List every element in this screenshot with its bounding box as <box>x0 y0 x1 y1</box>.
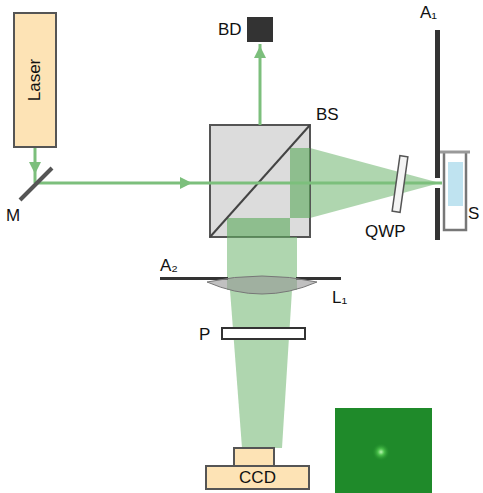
part-label: L₁ <box>332 289 347 306</box>
beam-dump <box>247 17 273 42</box>
part-label: M <box>6 207 20 224</box>
part-label: BS <box>316 106 339 123</box>
focal-spot <box>372 443 390 461</box>
part-label: S <box>468 205 479 222</box>
part-label: A₂ <box>160 257 178 274</box>
aperture <box>435 188 440 240</box>
reflected-beam <box>227 148 310 237</box>
detection-beam <box>230 290 292 448</box>
laser-box: Laser <box>13 12 57 148</box>
lens <box>207 276 317 294</box>
part-label: QWP <box>365 223 406 240</box>
device-label: Laser <box>25 59 45 102</box>
arrowhead <box>254 46 266 58</box>
aperture <box>435 30 440 178</box>
sample <box>448 162 463 206</box>
arrowhead <box>29 162 41 174</box>
camera-image <box>335 408 432 493</box>
beam-splitter <box>210 125 310 237</box>
ccd-sensor <box>234 448 274 466</box>
cuvette <box>440 151 470 154</box>
part-label: A₁ <box>420 4 437 21</box>
part-label: P <box>199 326 210 343</box>
cuvette <box>444 152 466 230</box>
laser-beam <box>35 182 442 185</box>
splitter-diagonal <box>210 125 310 237</box>
ccd-box: CCD <box>205 465 310 490</box>
arrowhead <box>180 177 192 189</box>
device-label: CCD <box>239 468 276 488</box>
part-label: BD <box>218 21 242 38</box>
quarter-wave-plate <box>392 156 408 213</box>
mirror <box>20 168 52 200</box>
polarizer <box>222 328 305 339</box>
